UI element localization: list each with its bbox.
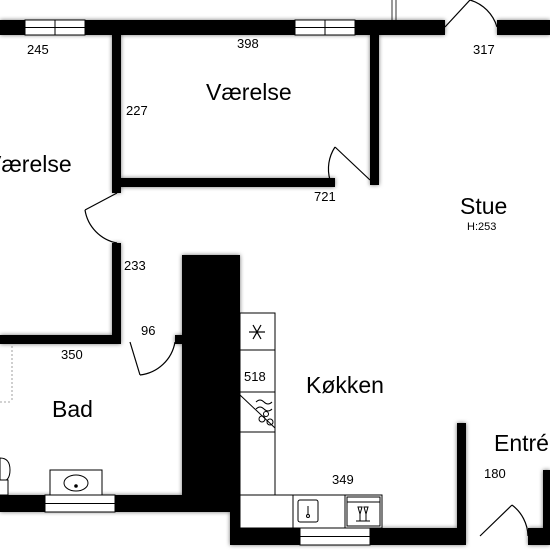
toilet-icon <box>0 457 11 496</box>
bath-top-wall <box>0 335 121 344</box>
windows <box>24 19 371 546</box>
bath-bottom-wall <box>0 495 240 512</box>
dishwasher-icon <box>346 496 381 527</box>
room-label-vaerelse-left: Værelse <box>0 151 72 177</box>
doors <box>84 0 529 537</box>
dimension-label: 398 <box>237 36 259 51</box>
shower-outline <box>0 346 13 403</box>
left-partition-upper <box>112 33 121 193</box>
washbasin-icon <box>49 469 103 496</box>
right-edge-wall <box>543 470 550 545</box>
room-label-kokken: Køkken <box>306 372 384 398</box>
dimension-label: 245 <box>27 42 49 57</box>
dimension-label: 721 <box>314 189 336 204</box>
room-label-entre: Entré <box>494 430 549 456</box>
dimension-label: 96 <box>141 323 156 338</box>
central-wall <box>182 255 240 500</box>
dimension-label: 317 <box>473 42 495 57</box>
dimension-label: 227 <box>126 103 148 118</box>
bedroom-right-wall <box>370 33 379 185</box>
dimension-label: 350 <box>61 347 83 362</box>
stove-icon <box>239 394 276 429</box>
room-height-stue: H:253 <box>467 221 497 233</box>
bedroom-bottom-wall <box>112 178 335 187</box>
room-label-vaerelse-top: Værelse <box>206 79 292 105</box>
entry-partition <box>457 423 466 545</box>
dimension-label: 349 <box>332 472 354 487</box>
bath-top-wall-stub <box>175 335 185 344</box>
walls <box>0 20 550 545</box>
room-label-stue: Stue <box>460 193 508 219</box>
room-label-bad: Bad <box>52 396 93 422</box>
left-partition-lower <box>112 243 121 343</box>
dimension-label: 518 <box>244 369 266 384</box>
kitchen-counters <box>239 312 383 529</box>
counter-column <box>239 312 276 498</box>
sink-icon <box>297 499 319 523</box>
top-wall-right <box>497 20 550 35</box>
freezer-icon <box>249 324 265 340</box>
dimension-label: 180 <box>484 466 506 481</box>
dimension-label: 233 <box>124 258 146 273</box>
